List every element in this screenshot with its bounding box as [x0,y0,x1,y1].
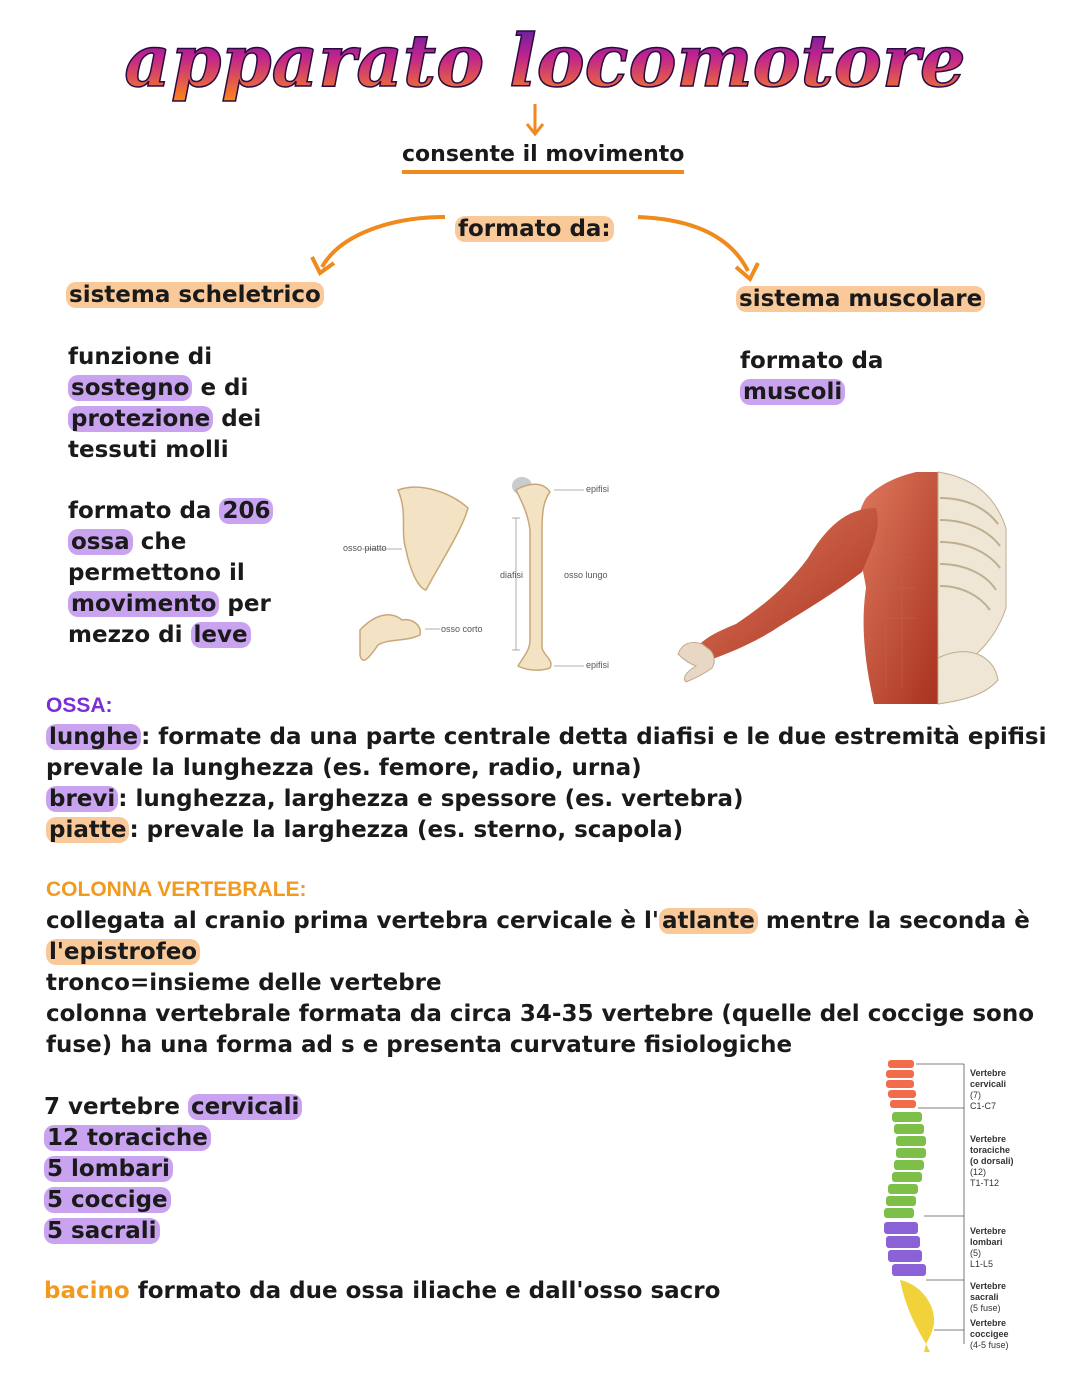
bones-list: lunghe: formate da una parte centrale de… [46,724,1047,843]
formed-by-label: formato da: [455,214,614,245]
skeletal-formed: formato da 206 ossa che permettono il mo… [68,496,328,651]
label-lumbar: Vertebre lombari (5) L1-L5 [970,1226,1007,1269]
short-bone [359,614,421,661]
title-text: apparato locomotore [124,18,965,103]
page-title: apparato locomotore [0,8,1080,112]
skeletal-function: funzione di sostegno e di protezione dei… [68,344,262,463]
label-coccygeal: Vertebre coccigee (4-5 fuse) [970,1318,1009,1350]
bones-heading: OSSA: [46,694,113,717]
label-short-bone: osso corto [441,624,483,634]
femur-bone [515,483,552,671]
label-epiphysis-bottom: epifisi [586,660,610,670]
coccyx [924,1344,930,1352]
lumbar-vertebrae [884,1222,926,1276]
subtitle: consente il movimento [402,140,685,174]
label-thoracic: Vertebre toraciche (o dorsali) (12) T1-T… [970,1134,1014,1188]
muscle-illustration [677,471,1007,705]
vertebrae-list: 7 vertebre cervicali 12 toraciche 5 lomb… [44,1092,303,1247]
spine-illustration [884,1060,965,1352]
thoracic-vertebrae [884,1112,926,1218]
sacrum [900,1280,935,1344]
branch-arrows [310,215,760,283]
muscular-description: formato da muscoli [740,348,884,405]
down-arrow-icon [524,102,546,142]
label-long-bone: osso lungo [564,570,608,580]
spine-text: collegata al cranio prima vertebra cervi… [46,908,1035,1058]
muscular-heading: sistema muscolare [736,284,986,315]
bones-illustration [359,477,584,671]
label-diaphysis: diafisi [500,570,524,580]
spine-heading: COLONNA VERTEBRALE: [46,878,307,901]
pelvis-text: bacino formato da due ossa iliache e dal… [44,1278,721,1304]
cervical-vertebrae [886,1060,916,1108]
label-epiphysis-top: epifisi [586,484,610,494]
label-sacral: Vertebre sacrali (5 fuse) [970,1281,1007,1313]
label-flat-bone: osso piatto [343,543,387,553]
label-cervical: Vertebre cervicali (7) C1-C7 [970,1068,1007,1111]
scapula-bone [397,486,469,591]
skeletal-heading: sistema scheletrico [66,280,324,311]
title-art: apparato locomotore [124,17,967,104]
